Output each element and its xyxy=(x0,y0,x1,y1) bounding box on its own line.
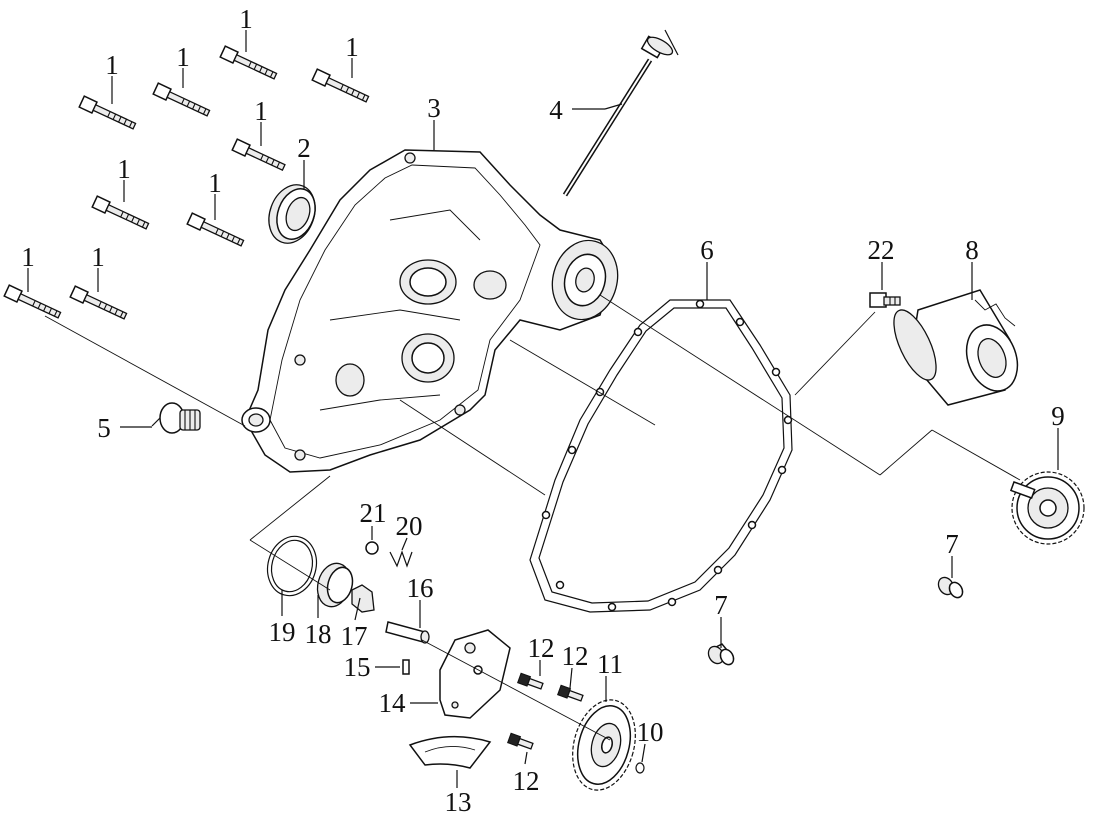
callout-dowel-pin-b: 7 xyxy=(945,529,959,559)
bolt-c-part xyxy=(311,68,370,103)
callout-bolt-e: 1 xyxy=(254,96,268,126)
gasket-part xyxy=(529,299,793,613)
governor-gear-part xyxy=(1009,471,1085,545)
callout-pump-bolt-c: 12 xyxy=(513,766,540,796)
callout-pump-bolt-b: 12 xyxy=(562,641,589,671)
callout-oil-pump-gear: 11 xyxy=(597,649,623,679)
bolt-i-part xyxy=(69,285,128,320)
callout-bolt-b: 1 xyxy=(176,42,190,72)
crankcase-cover-part xyxy=(241,149,619,473)
callout-pump-cover: 14 xyxy=(379,688,407,718)
callout-oil-filter: 8 xyxy=(965,235,979,265)
filter-nipple-part xyxy=(869,292,901,308)
assembly-lines xyxy=(44,294,1021,741)
pump-bolt-a-part xyxy=(517,672,544,690)
dowel-pin-a-part xyxy=(707,643,735,666)
oil-filter-part xyxy=(893,289,1019,406)
callout-pump-bolt-a: 12 xyxy=(528,633,555,663)
callout-pin: 15 xyxy=(344,652,371,682)
bolt-g-part xyxy=(186,212,245,247)
callout-outer-rotor: 18 xyxy=(305,619,332,649)
pump-bolt-c-part xyxy=(507,732,534,750)
bolt-h-part xyxy=(3,284,62,319)
callout-crankcase-cover: 3 xyxy=(427,93,441,123)
relief-ball-part xyxy=(365,541,379,555)
dipstick-part xyxy=(562,29,679,197)
pump-shaft-part xyxy=(385,621,430,644)
callout-filter-nipple: 22 xyxy=(868,235,895,265)
oil-pump-gear-part xyxy=(572,699,636,791)
callout-oil-seal: 2 xyxy=(297,133,311,163)
dowel-pin-b-part xyxy=(937,576,964,599)
oil-screen-part xyxy=(408,735,492,769)
callout-bolt-d: 1 xyxy=(105,50,119,80)
callout-bolt-g: 1 xyxy=(208,168,222,198)
callout-oil-screen: 13 xyxy=(445,787,472,817)
callout-drain-plug: 5 xyxy=(97,413,111,443)
bolt-d-part xyxy=(78,95,137,130)
pump-cover-part xyxy=(439,629,511,719)
callout-bolt-f: 1 xyxy=(117,154,131,184)
callout-dipstick: 4 xyxy=(549,95,563,125)
o-ring-part xyxy=(635,762,645,774)
callout-relief-spring: 20 xyxy=(396,511,423,541)
leader-lines xyxy=(27,30,1059,788)
callout-inner-rotor: 17 xyxy=(341,621,368,651)
callout-pump-o-ring: 19 xyxy=(269,617,296,647)
drain-plug-part xyxy=(151,402,201,434)
bolt-f-part xyxy=(91,195,150,230)
callout-gasket: 6 xyxy=(700,235,714,265)
callout-governor-gear: 9 xyxy=(1051,401,1065,431)
outer-rotor-part xyxy=(316,562,354,608)
callout-dowel-pin-a: 7 xyxy=(714,590,728,620)
callout-pump-shaft: 16 xyxy=(407,573,434,603)
callout-bolt-a: 1 xyxy=(239,4,253,34)
bolt-b-part xyxy=(152,82,211,117)
callout-bolt-h: 1 xyxy=(21,242,35,272)
relief-spring-part xyxy=(389,550,413,568)
callout-relief-ball: 21 xyxy=(360,498,387,528)
callout-o-ring: 10 xyxy=(637,717,664,747)
callout-bolt-c: 1 xyxy=(345,32,359,62)
callout-labels: 1 1 1 1 1 1 1 1 1 2 3 4 5 6 7 7 8 9 10 1… xyxy=(21,4,1065,817)
pin-part xyxy=(402,659,410,675)
pump-bolt-b-part xyxy=(557,684,584,702)
pump-o-ring-part xyxy=(266,535,318,597)
callout-bolt-i: 1 xyxy=(91,242,105,272)
bolt-e-part xyxy=(231,138,286,172)
bolt-a-part xyxy=(219,45,278,80)
inner-rotor-part xyxy=(351,584,375,613)
oil-seal-part xyxy=(268,184,316,244)
